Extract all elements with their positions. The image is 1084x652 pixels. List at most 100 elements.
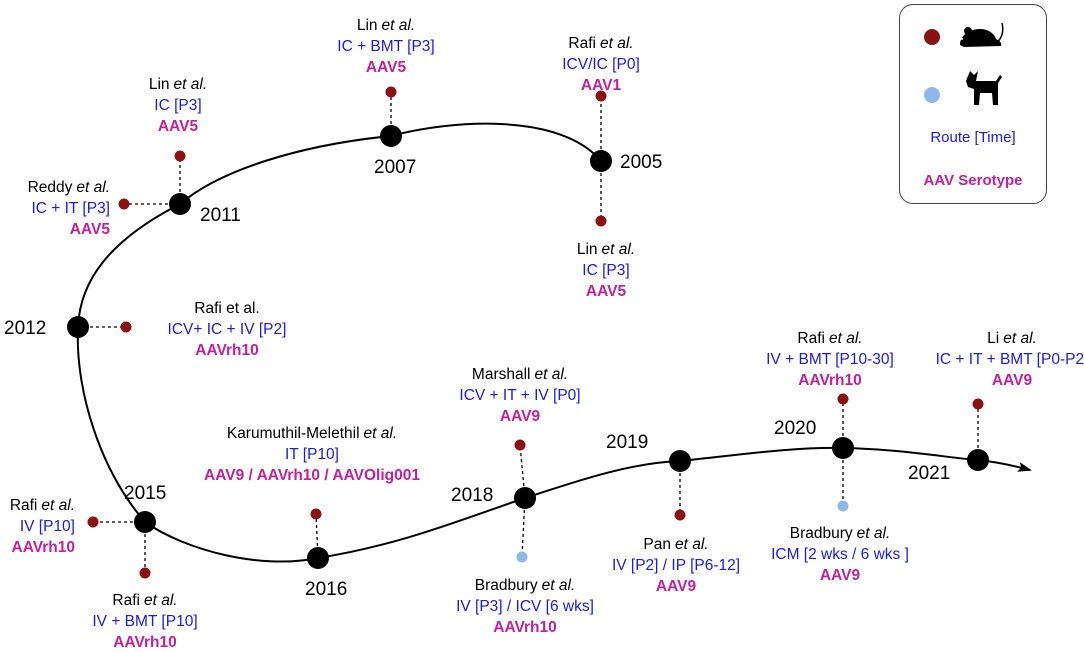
legend-route-label: Route [Time] xyxy=(930,129,1016,146)
mouse-study-dot xyxy=(595,215,607,227)
study-serotype: AAV9 xyxy=(499,408,541,425)
study-route: IC [P3] xyxy=(154,97,202,114)
dog-study-dot xyxy=(837,500,849,512)
et-al: et al. xyxy=(363,425,398,442)
study-serotype: AAVrh10 xyxy=(113,634,177,651)
mouse-study-dot xyxy=(674,509,686,521)
study-route: IC + IT [P3] xyxy=(31,200,110,217)
author-name: Reddy xyxy=(27,179,73,196)
year-label-2012: 2012 xyxy=(4,318,47,339)
study-route: IV + BMT [P10] xyxy=(92,613,198,630)
year-label-2016: 2016 xyxy=(305,579,348,600)
et-al: et al. xyxy=(1003,330,1037,347)
year-node-2011 xyxy=(169,193,191,215)
study-route: IV + BMT [P10-30] xyxy=(766,351,894,368)
author-name: Rafi xyxy=(797,330,825,347)
study-route: IV [P2] / IP [P6-12] xyxy=(611,557,741,574)
author-name: Lin xyxy=(148,76,170,93)
study-serotype: AAV5 xyxy=(365,59,407,76)
year-label-2020: 2020 xyxy=(774,418,817,439)
year-label-2015: 2015 xyxy=(124,483,167,504)
mouse-study-dot xyxy=(514,439,526,451)
author-name: Rafi xyxy=(9,497,38,514)
author-name: Karumuthil-Melethil xyxy=(226,425,360,442)
year-label-2021: 2021 xyxy=(908,463,951,484)
legend-serotype-label: AAV Serotype xyxy=(923,172,1023,189)
mouse-study-dot xyxy=(385,86,397,98)
author-name: Rafi xyxy=(112,592,140,609)
et-al: et al. xyxy=(856,525,891,542)
timeline-curve xyxy=(76,122,1032,563)
year-node-2021 xyxy=(967,449,989,471)
study-route: IT [P10] xyxy=(284,446,339,463)
et-al: et al. xyxy=(601,241,636,258)
et-al: et al. xyxy=(674,536,709,553)
et-al: et al. xyxy=(534,366,569,383)
year-node-2005 xyxy=(590,150,612,172)
study-serotype: AAV9 xyxy=(819,567,861,584)
mouse-study-dot xyxy=(310,508,322,520)
mouse-study-dot xyxy=(118,198,130,210)
et-al: et al. xyxy=(143,592,178,609)
study-serotype: AAVrh10 xyxy=(493,619,557,636)
study-serotype: AAV9 xyxy=(655,578,697,595)
study-route: ICV+ IC + IV [P2] xyxy=(167,321,287,338)
author-name: Lin xyxy=(576,241,598,258)
year-label-2018: 2018 xyxy=(451,485,494,506)
year-node-2018 xyxy=(514,487,536,509)
study-serotype: AAV5 xyxy=(157,118,199,135)
year-label-2007: 2007 xyxy=(374,157,417,178)
mouse-study-dot xyxy=(87,516,99,528)
year-node-2012 xyxy=(67,316,89,338)
study-serotype: AAV9 / AAVrh10 / AAVOlig001 xyxy=(204,467,420,484)
year-label-2011: 2011 xyxy=(200,205,241,226)
year-node-2020 xyxy=(832,437,854,459)
study-route: ICV + IT + IV [P0] xyxy=(459,387,581,404)
study-route: ICM [2 wks / 6 wks ] xyxy=(771,546,909,563)
mouse-icon xyxy=(960,22,1004,47)
study-serotype: AAVrh10 xyxy=(798,372,862,389)
dog-study-dot xyxy=(516,551,528,563)
et-al: et al. xyxy=(76,179,110,196)
year-label-2019: 2019 xyxy=(606,432,649,453)
author-name: Lin xyxy=(356,17,378,34)
year-node-2016 xyxy=(307,547,329,569)
mouse-study-dot xyxy=(174,150,186,162)
study-serotype: AAVrh10 xyxy=(195,342,259,359)
study-route: IC + BMT [P3] xyxy=(337,38,435,55)
author-name: Pan xyxy=(643,536,671,553)
legend: Route [Time] AAV Serotype xyxy=(899,4,1047,204)
legend-dog-dot xyxy=(924,87,940,103)
study-route: IC + IT + BMT [P0-P2] xyxy=(935,351,1084,368)
mouse-study-dot xyxy=(837,393,849,405)
study-route: IC [P3] xyxy=(582,262,630,279)
mouse-study-dot xyxy=(595,90,607,102)
et-al: et al. xyxy=(828,330,863,347)
study-route: IV [P3] / ICV [6 wks] xyxy=(456,598,594,615)
study-serotype: AAV5 xyxy=(69,221,110,238)
study-serotype: AAV5 xyxy=(585,283,627,300)
et-al: et al. xyxy=(541,577,576,594)
